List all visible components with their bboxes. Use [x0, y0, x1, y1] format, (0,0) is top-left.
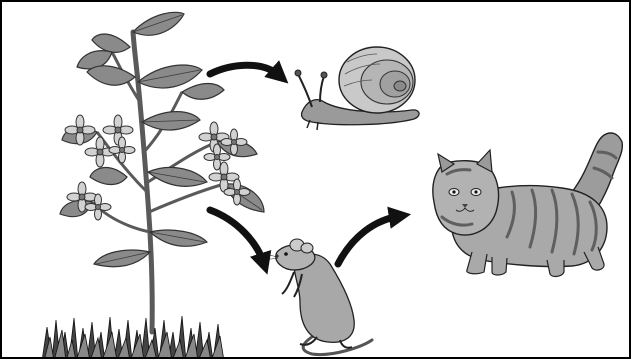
grass-icon — [42, 316, 224, 359]
arrow-plant-to-rat — [210, 210, 264, 264]
cat-icon — [433, 133, 622, 276]
arrow-rat-to-cat — [338, 216, 400, 264]
rat-icon — [264, 239, 372, 355]
plant-icon — [60, 12, 264, 332]
snail-icon — [295, 47, 419, 130]
arrow-plant-to-snail — [210, 65, 280, 76]
